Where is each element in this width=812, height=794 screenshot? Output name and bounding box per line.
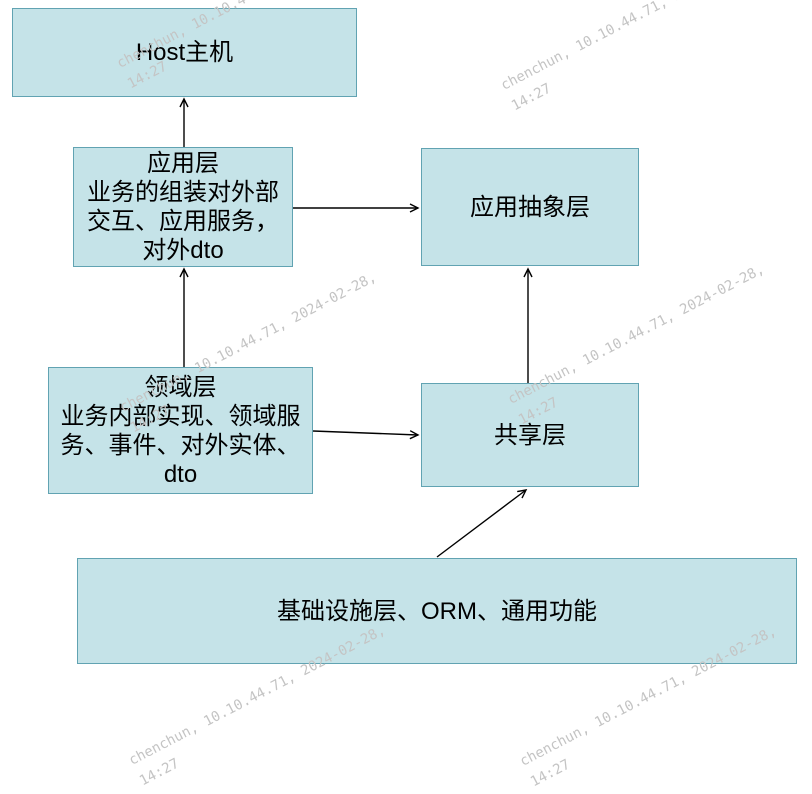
node-infrastructure-layer-label: 基础设施层、ORM、通用功能 [277, 597, 597, 625]
node-domain-layer[interactable]: 领域层 业务内部实现、领域服 务、事件、对外实体、 dto [48, 367, 313, 494]
node-app-layer-line: 对外dto [142, 237, 224, 264]
node-infrastructure-layer[interactable]: 基础设施层、ORM、通用功能 [77, 558, 797, 664]
node-domain-layer-line: 领域层 [144, 373, 217, 401]
node-shared-layer[interactable]: 共享层 [421, 383, 639, 487]
node-app-layer-line: 业务的组装对外部 [87, 179, 279, 206]
node-app-layer-line: 交互、应用服务， [87, 208, 279, 235]
node-app-abstract-layer-label: 应用抽象层 [470, 193, 590, 221]
node-domain-layer-line: 业务内部实现、领域服 [60, 402, 301, 430]
node-host[interactable]: Host主机 [12, 8, 357, 97]
diagram-canvas: { "diagram": { "nodes": { "host": {"line… [12, 0, 797, 791]
node-app-layer[interactable]: 应用层 业务的组装对外部 交互、应用服务， 对外dto [73, 147, 293, 267]
arrow-domain-to-shared [312, 430, 420, 440]
node-shared-layer-label: 共享层 [494, 421, 566, 449]
node-domain-layer-line: dto [163, 460, 198, 488]
edges-layer [179, 97, 533, 558]
node-host-label: Host主机 [135, 39, 234, 66]
node-domain-layer-line: 务、事件、对外实体、 [60, 431, 301, 459]
arrow-infra-to-shared [436, 489, 528, 558]
node-app-abstract-layer[interactable]: 应用抽象层 [421, 148, 639, 266]
node-app-layer-line: 应用层 [147, 150, 219, 177]
